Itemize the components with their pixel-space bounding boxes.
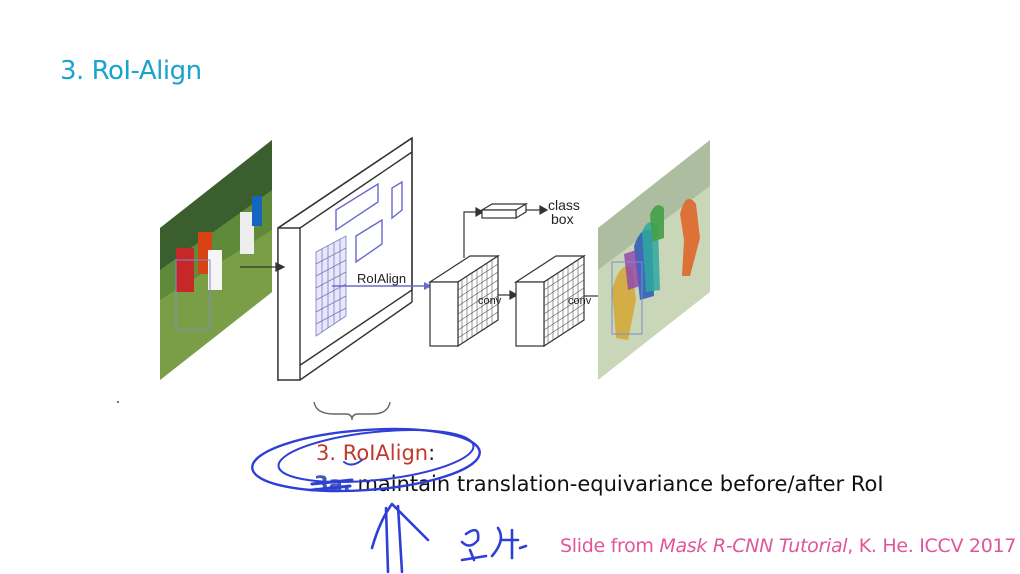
roialign-label: RoIAlign [357,271,406,286]
caption-heading-colon: : [428,441,436,465]
box-label: box [551,211,574,227]
slide-title: 3. RoI-Align [60,56,202,86]
caption-heading-term: RoIAlign [342,441,429,465]
caption-item-number: 3a. [314,472,351,496]
conv-label-2: conv [568,295,592,307]
caption-item-text: maintain translation-equivariance before… [350,472,884,496]
class-box-branch [463,202,549,258]
input-arrow [240,262,286,272]
roi-grid [315,235,347,337]
stray-dot [117,401,119,403]
slide-credit: Slide from Mask R-CNN Tutorial, K. He. I… [560,535,1016,557]
roialign-arrow [332,282,432,290]
caption-heading: 3. RoIAlign: [316,441,435,465]
credit-source: Mask R-CNN Tutorial [659,535,848,557]
output-image [598,140,710,380]
conv-grid-1 [457,260,499,344]
input-image [160,140,272,380]
caption-heading-number: 3. [316,441,343,465]
conv-grid-2 [543,260,585,344]
conv-label-1: conv [478,295,502,307]
conv-arrow-1 [498,289,519,301]
credit-prefix: Slide from [560,535,660,557]
credit-suffix: , K. He. ICCV 2017 [847,535,1017,557]
brace [313,401,391,421]
class-label: class [548,197,580,213]
caption-item: 3a. maintain translation-equivariance be… [314,472,884,496]
